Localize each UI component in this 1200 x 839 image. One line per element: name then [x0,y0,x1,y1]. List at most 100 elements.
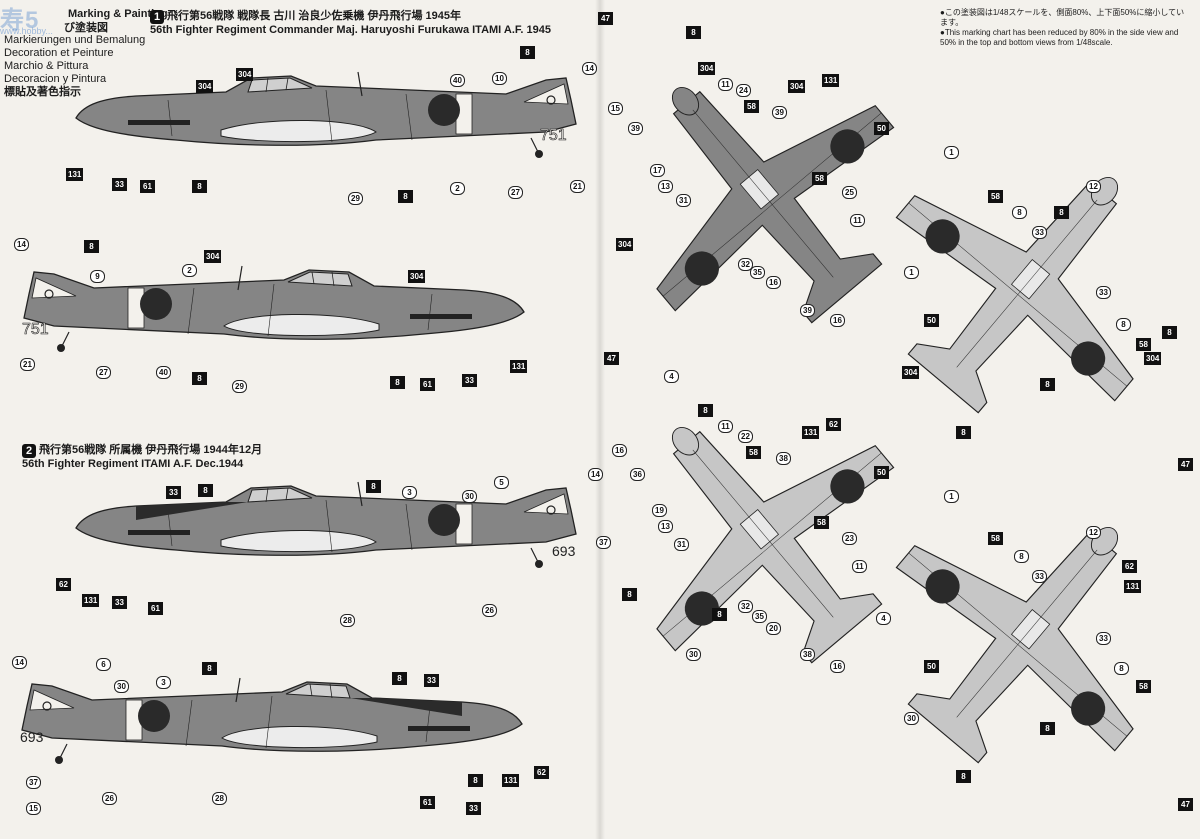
part-callout: 8 [1162,326,1177,339]
part-callout: 304 [788,80,806,93]
part-callout: 40 [156,366,171,379]
part-callout: 3 [156,676,171,689]
part-callout: 14 [588,468,603,481]
part-callout: 62 [56,578,71,591]
part-callout: 16 [830,314,845,327]
part-callout: 33 [1096,632,1111,645]
part-callout: 11 [852,560,867,573]
scale-note-en: ●This marking chart has been reduced by … [940,28,1179,47]
part-callout: 8 [1054,206,1069,219]
part-callout: 9 [90,270,105,283]
part-callout: 30 [686,648,701,661]
scheme-2-tail-code-right: 693 [552,543,576,559]
part-callout: 61 [420,796,435,809]
part-callout: 38 [800,648,815,661]
part-callout: 33 [424,674,439,687]
part-callout: 10 [492,72,507,85]
part-callout: 23 [842,532,857,545]
part-callout: 50 [924,314,939,327]
part-callout: 304 [204,250,222,263]
part-callout: 8 [84,240,99,253]
part-callout: 28 [340,614,355,627]
part-callout: 8 [192,180,207,193]
part-callout: 8 [1012,206,1027,219]
part-callout: 13 [658,180,673,193]
part-callout: 8 [390,376,405,389]
part-callout: 21 [20,358,35,371]
scheme-1-title-jp: 飛行第56戦隊 戦隊長 古川 治良少佐乗機 伊丹飛行場 1945年 [167,10,461,22]
part-callout: 1 [944,490,959,503]
part-callout: 11 [718,78,733,91]
part-callout: 62 [826,418,841,431]
part-callout: 131 [502,774,520,787]
part-callout: 37 [26,776,41,789]
scheme-2-top-view [565,337,957,726]
part-callout: 15 [608,102,623,115]
part-callout: 8 [622,588,637,601]
part-callout: 21 [570,180,585,193]
part-callout: 33 [112,178,127,191]
part-callout: 58 [744,100,759,113]
header-partial-title: Marking & Painting [68,8,168,20]
part-callout: 1 [904,266,919,279]
part-callout: 25 [842,186,857,199]
part-callout: 12 [1086,180,1101,193]
part-callout: 38 [776,452,791,465]
part-callout: 61 [140,180,155,193]
scale-note: ●この塗装図は1/48スケールを、側面80%、上下面50%に縮小しています。 ●… [940,8,1190,48]
header-line-zh: 標貼及著色指示 [4,86,81,98]
scheme-2-side-view-left [21,677,523,765]
scheme-1-number: 1 [150,10,164,24]
part-callout: 27 [96,366,111,379]
header-partial-title-jp: び塗装図 [64,22,108,34]
part-callout: 2 [450,182,465,195]
part-callout: 14 [582,62,597,75]
part-callout: 47 [604,352,619,365]
scheme-1-top-view [565,0,957,386]
header-line-de: Markierungen und Bemalung [4,34,146,46]
part-callout: 58 [812,172,827,185]
part-callout: 8 [1040,722,1055,735]
scheme-2-bottom-view [833,437,1200,826]
part-callout: 4 [876,612,891,625]
scale-note-jp: ●この塗装図は1/48スケールを、側面80%、上下面50%に縮小しています。 [940,8,1185,27]
part-callout: 304 [196,80,214,93]
part-callout: 35 [752,610,767,623]
part-callout: 304 [408,270,426,283]
part-callout: 13 [658,520,673,533]
part-callout: 8 [698,404,713,417]
part-callout: 19 [652,504,667,517]
part-callout: 39 [800,304,815,317]
part-callout: 14 [12,656,27,669]
part-callout: 14 [14,238,29,251]
part-callout: 8 [686,26,701,39]
part-callout: 8 [1114,662,1129,675]
part-callout: 8 [1116,318,1131,331]
scheme-1-tail-code-right: 751 [540,127,567,144]
part-callout: 8 [366,480,381,493]
part-callout: 58 [1136,338,1151,351]
watermark-url: www.hobby... [0,26,53,36]
part-callout: 30 [462,490,477,503]
part-callout: 26 [482,604,497,617]
scheme-1-bottom-view [833,87,1200,476]
part-callout: 8 [956,426,971,439]
part-callout: 1 [944,146,959,159]
part-callout: 33 [1096,286,1111,299]
part-callout: 39 [628,122,643,135]
part-callout: 26 [102,792,117,805]
part-callout: 304 [236,68,254,81]
part-callout: 11 [850,214,865,227]
part-callout: 16 [766,276,781,289]
part-callout: 8 [1014,550,1029,563]
part-callout: 32 [738,258,753,271]
part-callout: 30 [904,712,919,725]
part-callout: 58 [814,516,829,529]
part-callout: 33 [112,596,127,609]
part-callout: 304 [1144,352,1162,365]
part-callout: 8 [712,608,727,621]
part-callout: 36 [630,468,645,481]
header-languages: Markierungen und Bemalung Decoration et … [4,34,145,99]
